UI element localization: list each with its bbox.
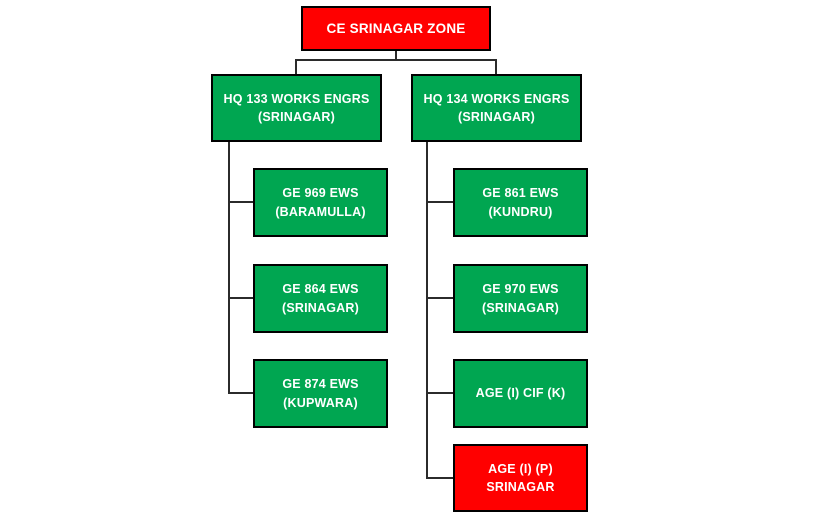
connector-drop-right <box>495 59 497 75</box>
node-age-i-p-srinagar: AGE (I) (P) SRINAGAR <box>453 444 588 512</box>
node-age-i-cif-k: AGE (I) CIF (K) <box>453 359 588 428</box>
node-label: GE 864 EWS (SRINAGAR) <box>282 282 359 315</box>
node-label: GE 861 EWS (KUNDRU) <box>482 186 559 219</box>
node-ge-969-ews-baramulla: GE 969 EWS (BARAMULLA) <box>253 168 388 237</box>
connector-spine-left <box>228 141 230 394</box>
node-label: CE SRINAGAR ZONE <box>326 20 466 36</box>
connector-stub-left-1 <box>228 201 254 203</box>
node-label: AGE (I) (P) SRINAGAR <box>486 461 555 494</box>
connector-drop-left <box>295 59 297 75</box>
node-ce-srinagar-zone: CE SRINAGAR ZONE <box>301 6 491 51</box>
node-hq-133-works-engrs: HQ 133 WORKS ENGRS (SRINAGAR) <box>211 74 382 142</box>
connector-root-stem <box>395 51 397 61</box>
connector-stub-right-2 <box>426 297 454 299</box>
node-label: GE 970 EWS (SRINAGAR) <box>482 282 559 315</box>
connector-stub-right-4 <box>426 477 454 479</box>
node-ge-874-ews-kupwara: GE 874 EWS (KUPWARA) <box>253 359 388 428</box>
node-label: GE 874 EWS (KUPWARA) <box>282 377 359 410</box>
node-hq-134-works-engrs: HQ 134 WORKS ENGRS (SRINAGAR) <box>411 74 582 142</box>
node-label: GE 969 EWS (BARAMULLA) <box>275 186 366 219</box>
connector-stub-right-1 <box>426 201 454 203</box>
connector-stub-right-3 <box>426 392 454 394</box>
node-ge-861-ews-kundru: GE 861 EWS (KUNDRU) <box>453 168 588 237</box>
connector-spine-right <box>426 141 428 479</box>
connector-stub-left-2 <box>228 297 254 299</box>
node-ge-864-ews-srinagar: GE 864 EWS (SRINAGAR) <box>253 264 388 333</box>
node-label: HQ 133 WORKS ENGRS (SRINAGAR) <box>223 91 370 124</box>
connector-root-crossbar <box>295 59 497 61</box>
node-label: AGE (I) CIF (K) <box>475 386 566 401</box>
node-ge-970-ews-srinagar: GE 970 EWS (SRINAGAR) <box>453 264 588 333</box>
connector-stub-left-3 <box>228 392 254 394</box>
node-label: HQ 134 WORKS ENGRS (SRINAGAR) <box>423 91 570 124</box>
